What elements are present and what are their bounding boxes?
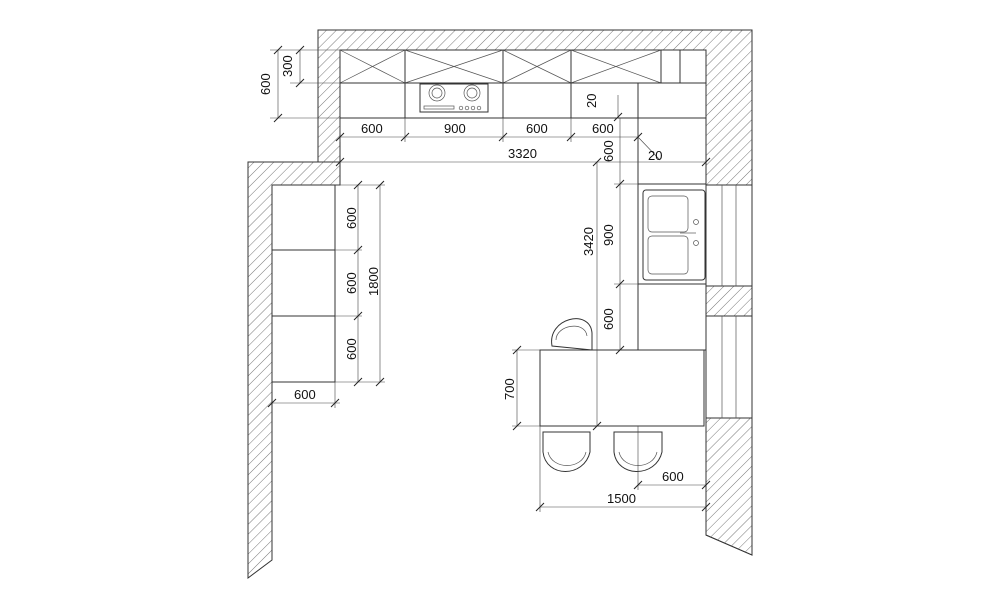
tall-cabinets-left xyxy=(271,184,336,383)
dim-wall-upper-height: 600 xyxy=(258,73,273,95)
dim-left-total: 1800 xyxy=(366,267,381,296)
dim-island-offset: 600 xyxy=(662,469,684,484)
dim-right-3: 600 xyxy=(601,308,616,330)
dim-right-total: 3420 xyxy=(581,227,596,256)
kitchen-island xyxy=(539,349,705,427)
dim-top-3: 600 xyxy=(526,121,548,136)
dim-right-1: 600 xyxy=(601,140,616,162)
dim-left-3: 600 xyxy=(344,338,359,360)
window-upper xyxy=(705,184,753,287)
dim-gap-top: 20 xyxy=(584,94,599,108)
dim-left-depth: 600 xyxy=(294,387,316,402)
window-lower xyxy=(705,315,753,419)
bar-stool-2 xyxy=(542,431,591,472)
dim-top-2: 900 xyxy=(444,121,466,136)
dim-top-1: 600 xyxy=(361,121,383,136)
base-counter-top xyxy=(339,82,707,119)
dim-top-4: 600 xyxy=(592,121,614,136)
dim-gap-corner: 20 xyxy=(648,148,662,163)
dim-right-2: 900 xyxy=(601,224,616,246)
dim-island-width: 1500 xyxy=(607,491,636,506)
wall-pillar xyxy=(705,285,753,317)
dim-top-total: 3320 xyxy=(508,146,537,161)
dim-upper-cabinet-depth: 300 xyxy=(280,55,295,77)
upper-cabinets-top xyxy=(339,49,681,84)
bar-stool-1 xyxy=(551,318,593,351)
cooktop xyxy=(419,83,489,113)
right-wall-lower xyxy=(705,417,753,556)
dim-left-2: 600 xyxy=(344,272,359,294)
dimension-lines xyxy=(267,45,711,512)
double-sink xyxy=(642,189,706,281)
dim-island-depth: 700 xyxy=(502,378,517,400)
dim-left-1: 600 xyxy=(344,207,359,229)
